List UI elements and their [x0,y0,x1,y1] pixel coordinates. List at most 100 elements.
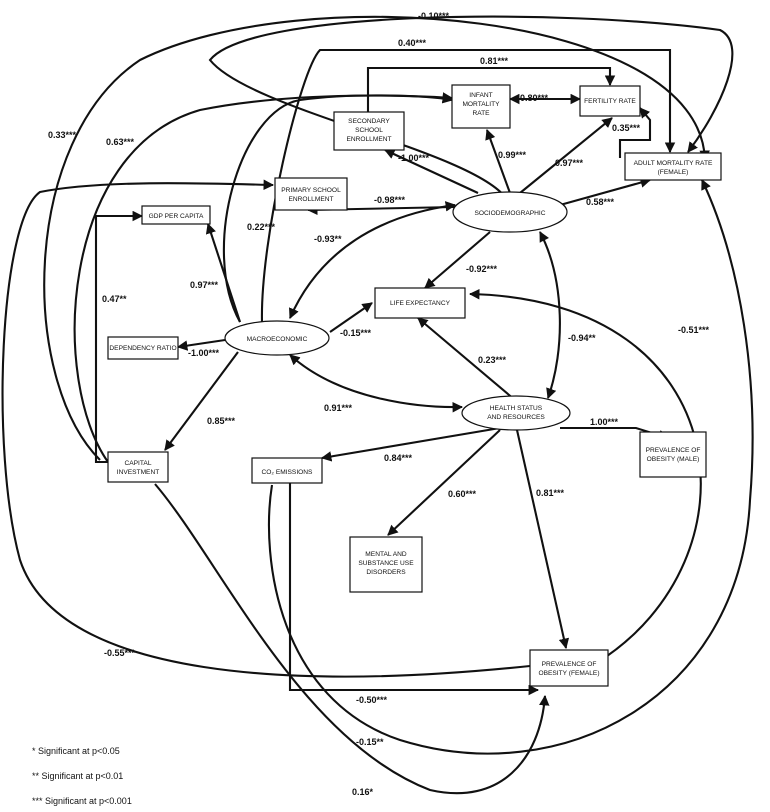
edge-capinv-adult-loop [43,15,710,461]
node-label: CO₂ EMISSIONS [262,469,314,476]
coef-label: -0.98*** [374,195,406,205]
node-prevalence-obesity-male: PREVALENCE OF OBESITY (MALE) [639,431,707,478]
coef-label: 0.97*** [190,280,219,290]
edge-soc-infant [485,129,511,194]
node-label: ENROLLMENT [288,196,333,203]
coef-label: 0.16* [352,787,374,797]
edge-co2-adult [267,179,754,755]
edge-health-mental [387,429,501,536]
coef-label: -1.00*** [188,348,220,358]
node-label: LIFE EXPECTANCY [390,300,451,307]
node-label: AND RESOURCES [487,414,545,421]
node-label: MACROECONOMIC [247,336,308,343]
node-label: INFANT [469,92,492,99]
edge-macro-capinv [164,351,239,451]
node-gdp-per-capita: GDP PER CAPITA [141,205,211,225]
edge-gdp-capinv [94,210,144,464]
edge-obf-primary [1,179,531,678]
coef-label: 0.40*** [398,38,427,48]
edge-health-life [417,317,516,401]
coef-label: 0.23*** [478,355,507,365]
coef-label: 0.33*** [48,130,77,140]
coef-label: -0.10*** [418,11,450,21]
coef-label: 0.63*** [106,137,135,147]
node-adult-mortality-female: ADULT MORTALITY RATE (FEMALE) [624,152,722,181]
coef-label: 0.97*** [555,158,584,168]
coef-label: -0.50*** [356,695,388,705]
edge-macro-health [289,354,464,413]
node-label: SOCIODEMOGRAPHIC [474,210,545,217]
node-label: ADULT MORTALITY RATE [634,160,713,167]
node-primary-school-enrollment: PRIMARY SCHOOL ENROLLMENT [274,177,348,211]
node-life-expectancy: LIFE EXPECTANCY [374,287,466,319]
legend-item: * Significant at p<0.05 [32,746,120,756]
node-capital-investment: CAPITAL INVESTMENT [107,451,169,483]
edge-macro-life [329,302,373,333]
node-label: DEPENDENCY RATIO [109,345,176,352]
node-label: CAPITAL [125,460,152,467]
node-fertility-rate: FERTILITY RATE [579,85,641,117]
node-label: PREVALENCE OF [646,447,701,454]
node-label: ENROLLMENT [346,136,391,143]
node-secondary-school-enrollment: SECONDARY SCHOOL ENROLLMENT [333,111,405,151]
node-label: (FEMALE) [658,169,689,176]
node-prevalence-obesity-female: PREVALENCE OF OBESITY (FEMALE) [529,649,609,687]
coef-label: -0.51*** [678,325,710,335]
coef-label: 0.81*** [480,56,509,66]
coef-label: 0.47** [102,294,127,304]
node-label: PRIMARY SCHOOL [281,187,341,194]
nodes: ADULT MORTALITY RATE (FEMALE) FERTILITY … [107,84,722,687]
node-label: SUBSTANCE USE [358,560,414,567]
edge-soc-macro [289,201,457,319]
edge-soc-life [424,231,491,289]
edge-macro-dep [176,338,226,351]
coef-label: 0.80*** [520,93,549,103]
edge-soc-secondary [384,149,479,194]
edge-capinv-obf [154,483,550,795]
coef-label: 0.84*** [384,453,413,463]
coef-label: 0.22*** [247,222,276,232]
node-mental-substance-use: MENTAL AND SUBSTANCE USE DISORDERS [349,536,423,593]
node-label: RATE [472,110,490,117]
node-label: OBESITY (FEMALE) [538,670,599,677]
edge-soc-fertility [519,117,613,194]
node-label: SCHOOL [355,127,383,134]
node-label: INVESTMENT [117,469,160,476]
edge-health-co2 [320,426,501,462]
edge-gdp-macro [205,223,241,323]
node-infant-mortality: INFANT MORTALITY RATE [451,84,511,129]
coef-label: -1.00*** [398,153,430,163]
node-label: MENTAL AND [365,551,407,558]
node-label: OBESITY (MALE) [647,456,700,463]
edge-macro-adult [260,48,676,323]
node-label: FERTILITY RATE [584,98,636,105]
coef-label: -0.15** [356,737,384,747]
coef-label: 0.91*** [324,403,353,413]
coef-label: 0.81*** [536,488,565,498]
node-sociodemographic: SOCIODEMOGRAPHIC [452,191,568,233]
edge-soc-health [539,231,561,399]
edge-co2-obf [288,482,540,696]
coef-label: 1.00*** [590,417,619,427]
edge-secondary-fertility [366,66,616,112]
legend-item: ** Significant at p<0.01 [32,771,123,781]
coef-label: 0.99*** [498,150,527,160]
coef-label: -0.55*** [104,648,136,658]
edge-obf-life [468,288,702,663]
coef-label: -0.15*** [340,328,372,338]
node-label: HEALTH STATUS [490,405,543,412]
coef-label: 0.35*** [612,123,641,133]
coef-label: 0.60*** [448,489,477,499]
coef-label: -0.93** [314,234,342,244]
edge-fertility-adult [618,107,652,158]
coef-label: -0.94** [568,333,596,343]
node-label: MORTALITY [462,101,500,108]
edges [1,15,754,795]
edge-health-obf [515,429,570,650]
node-label: GDP PER CAPITA [149,213,204,220]
coef-label: -0.92*** [466,264,498,274]
coef-label: 0.58*** [586,197,615,207]
node-co2-emissions: CO₂ EMISSIONS [251,457,323,484]
